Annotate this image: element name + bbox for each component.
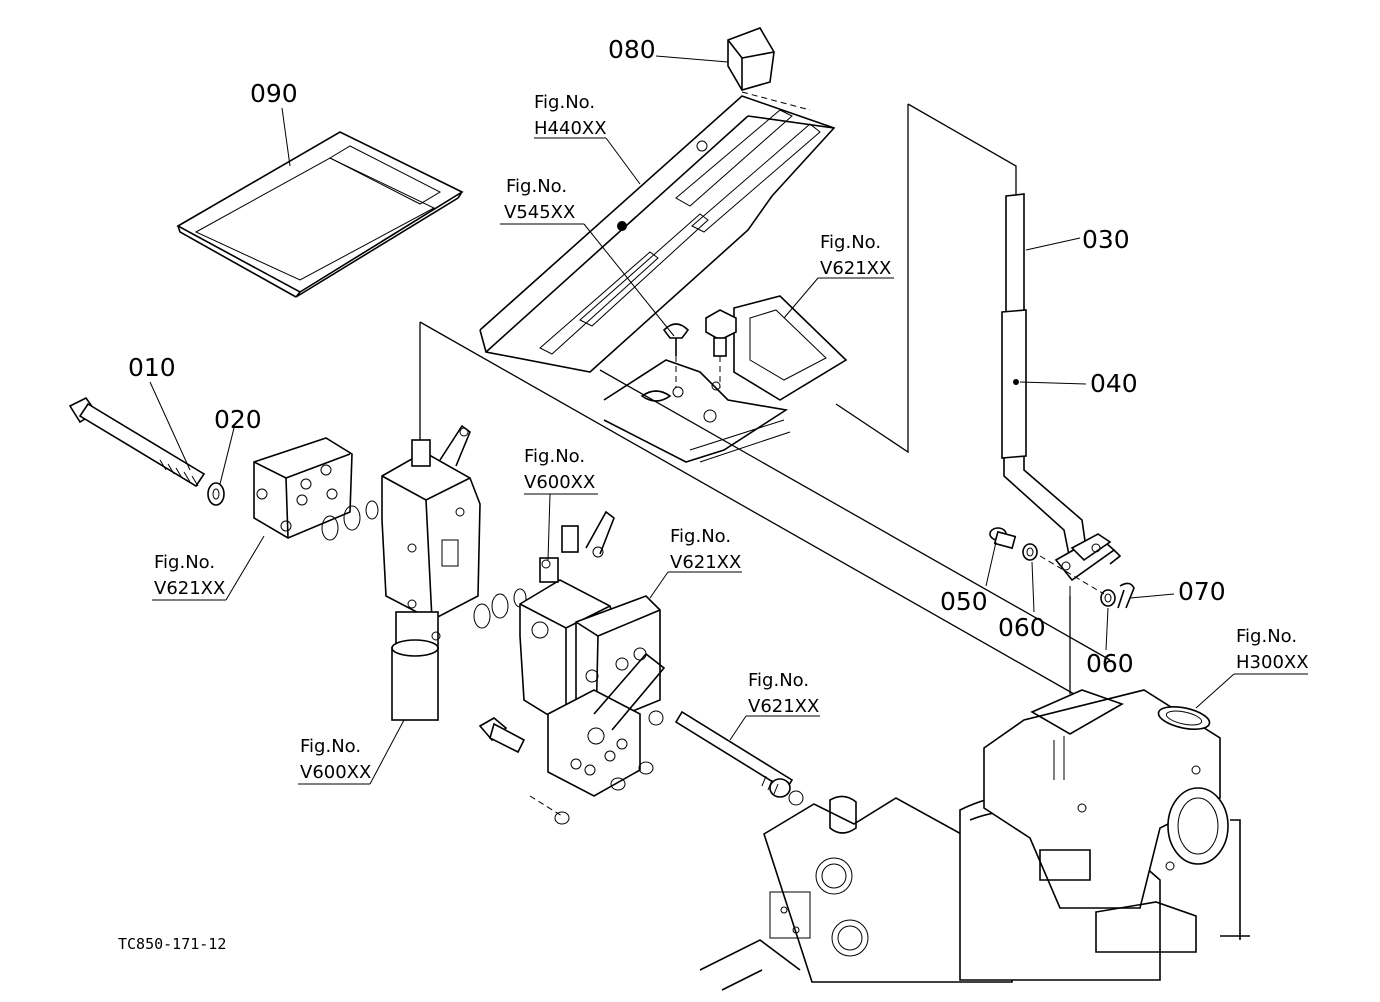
washer-060-a: [1022, 543, 1038, 561]
fig-ref-number: H440XX: [534, 118, 607, 139]
part-label-090: 090: [250, 79, 298, 108]
plate-washers: [554, 710, 804, 825]
fig-ref-label: Fig.No.: [748, 670, 809, 691]
fig-ref-h300: Fig.No. H300XX: [1236, 626, 1309, 673]
fig-ref-v600-low: Fig.No. V600XX: [300, 736, 371, 783]
part-label-070: 070: [1178, 577, 1226, 606]
lever-guide-plate: [479, 95, 836, 373]
washer-060-b: [1100, 589, 1116, 607]
part-label-020: 020: [214, 405, 262, 434]
part-label-010: 010: [128, 353, 176, 382]
pin-050: [989, 527, 1017, 550]
fig-ref-label: Fig.No.: [154, 552, 215, 573]
long-bolt-010: [68, 396, 206, 488]
part-label-050: 050: [940, 587, 988, 616]
assembly-outline-line: [419, 321, 1075, 695]
fig-ref-number: V621XX: [154, 578, 225, 599]
fig-ref-v621-low: Fig.No. V621XX: [748, 670, 819, 717]
assembly-outline-line: [907, 103, 1017, 196]
manual-book-part: [176, 131, 464, 298]
lever-bracket-plate: [603, 295, 848, 463]
drawing-code: TC850-171-12: [118, 935, 226, 953]
part-label-060-b: 060: [1086, 649, 1134, 678]
fig-ref-label: Fig.No.: [506, 176, 567, 197]
fig-ref-v621-mid: Fig.No. V621XX: [670, 526, 741, 573]
pivot-leader: [1039, 555, 1105, 595]
pipe-part: [674, 710, 794, 798]
part-label-030: 030: [1082, 225, 1130, 254]
mounting-plate: [547, 652, 666, 797]
fig-ref-label: Fig.No.: [524, 446, 585, 467]
lever-pivot-assembly: [1054, 533, 1122, 582]
fig-ref-number: H300XX: [1236, 652, 1309, 673]
control-valve-1: [381, 424, 481, 621]
small-screw: [662, 323, 690, 356]
fig-ref-v545: Fig.No. V545XX: [504, 176, 575, 223]
assembly-outline-line: [599, 369, 1111, 661]
fig-ref-number: V621XX: [670, 552, 741, 573]
fig-ref-number: V621XX: [820, 258, 891, 279]
o-rings-mid: [473, 588, 527, 629]
fig-ref-v621-top: Fig.No. V621XX: [820, 232, 891, 279]
o-rings-left: [321, 500, 379, 541]
part-label-040: 040: [1090, 369, 1138, 398]
knob-part: [727, 27, 775, 91]
transmission-housing: [699, 689, 1250, 991]
cotter-pin-070: [1117, 582, 1135, 609]
knob-leader: [741, 91, 811, 111]
fig-ref-number: V545XX: [504, 202, 575, 223]
fig-ref-label: Fig.No.: [300, 736, 361, 757]
assembly-outline-line: [835, 104, 909, 454]
fig-ref-label: Fig.No.: [1236, 626, 1297, 647]
fig-ref-v621-left: Fig.No. V621XX: [154, 552, 225, 599]
fig-ref-v600-mid: Fig.No. V600XX: [524, 446, 595, 493]
part-label-080: 080: [608, 35, 656, 64]
part-label-060-a: 060: [998, 613, 1046, 642]
washer-020: [207, 482, 225, 506]
fig-ref-number: V600XX: [524, 472, 595, 493]
fig-ref-h440: Fig.No. H440XX: [534, 92, 607, 139]
fig-ref-label: Fig.No.: [670, 526, 731, 547]
fig-ref-label: Fig.No.: [534, 92, 595, 113]
control-lever-part: [1001, 193, 1087, 561]
fig-ref-number: V621XX: [748, 696, 819, 717]
end-cover-plate: [253, 437, 353, 539]
valve-spool-cap: [391, 611, 441, 721]
bracket-bolt: [705, 309, 737, 357]
plate-leader: [529, 795, 563, 817]
fig-ref-number: V600XX: [300, 762, 371, 783]
bleed-bolt: [478, 717, 526, 754]
fig-ref-label: Fig.No.: [820, 232, 881, 253]
leader-lines: [149, 55, 1308, 785]
